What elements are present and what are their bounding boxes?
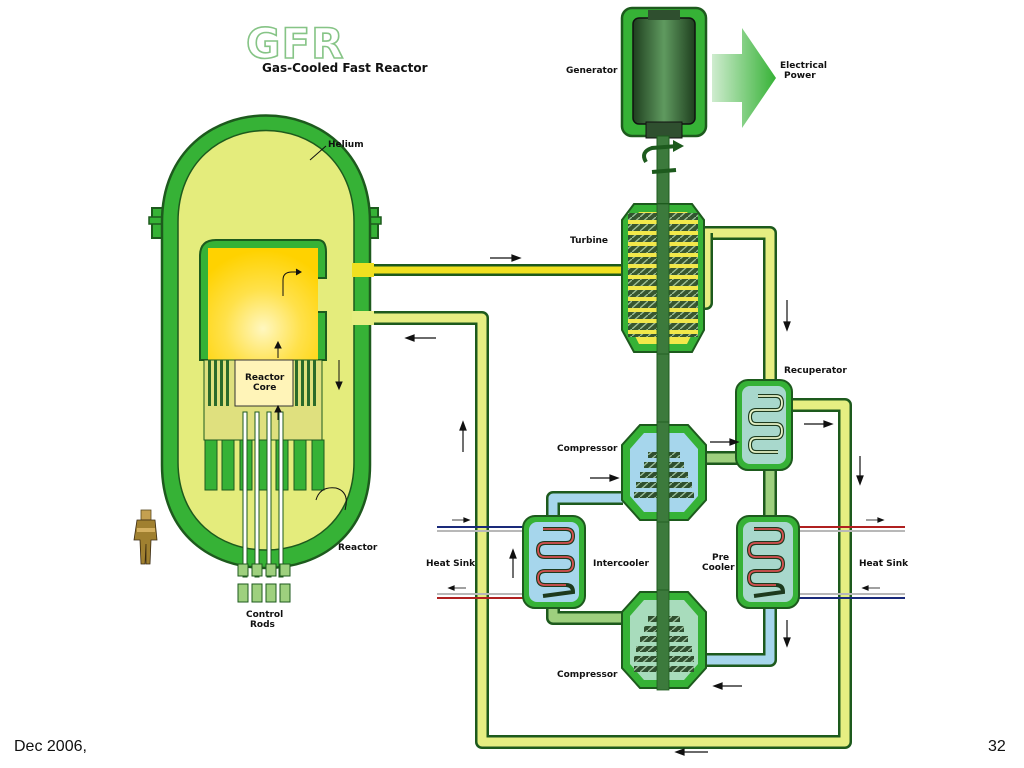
diagram-labels: Generator Electrical Power Helium Turbin… — [245, 61, 909, 680]
precooler-to-compressor-pipe — [705, 605, 777, 667]
flow-arrow-right-down — [856, 456, 864, 486]
compressor-low-pressure — [621, 589, 707, 691]
compressor-high-pressure — [621, 421, 707, 523]
reactor-vessel — [148, 114, 382, 603]
control-rod-drives — [237, 563, 291, 603]
flow-arrow-hot-leg — [490, 254, 522, 262]
flow-arrow-riser — [459, 420, 467, 452]
flow-arrow-hs-left-in — [452, 517, 471, 523]
label-compressor-lower: Compressor — [557, 670, 618, 680]
flow-arrow-turbine-down — [783, 300, 791, 332]
recuperator — [735, 379, 793, 471]
flow-arrows — [404, 254, 885, 756]
label-reactor-core-1: Reactor — [245, 373, 285, 383]
label-turbine: Turbine — [570, 236, 608, 246]
flow-arrow-hs-right-in — [866, 517, 885, 523]
label-intercooler: Intercooler — [593, 559, 649, 569]
turbine — [621, 203, 705, 355]
core-plenum — [208, 248, 318, 360]
heat-sink-right-lines — [780, 526, 905, 599]
label-compressor-upper: Compressor — [557, 444, 618, 454]
label-electrical-power-2: Power — [784, 71, 816, 81]
label-control-rods-2: Rods — [250, 620, 275, 630]
flow-arrow-bottom-return — [674, 748, 708, 756]
electrical-power-arrow — [712, 28, 776, 128]
pipe-network — [320, 226, 905, 749]
label-reactor-core-2: Core — [253, 383, 276, 393]
logo-subtitle: Gas-Cooled Fast Reactor — [262, 61, 428, 75]
reactor-flow-arrows — [274, 145, 347, 511]
label-heat-sink-right: Heat Sink — [859, 559, 909, 569]
flow-arrow-precooler-down — [783, 620, 791, 648]
flow-arrow-to-recup — [710, 438, 740, 446]
footer-date: Dec 2006, — [14, 738, 87, 755]
flow-arrow-hs-right-out — [861, 585, 880, 591]
label-electrical-power-1: Electrical — [780, 61, 827, 71]
precooler — [736, 515, 800, 609]
flow-arrow-intercooler-up — [509, 548, 517, 578]
person-icon — [133, 509, 158, 565]
page-number: 32 — [988, 738, 1006, 755]
label-helium: Helium — [328, 140, 364, 150]
label-precooler-1: Pre — [712, 553, 729, 563]
logo-letters: GFR — [246, 19, 345, 68]
label-recuperator: Recuperator — [784, 366, 847, 376]
label-generator: Generator — [566, 66, 618, 76]
shaft-rotation-icon — [642, 140, 684, 174]
reactor-core-box — [234, 359, 294, 407]
intercooler — [522, 515, 586, 609]
label-heat-sink-left: Heat Sink — [426, 559, 476, 569]
flow-arrow-recup-out — [804, 420, 834, 428]
label-reactor: Reactor — [338, 543, 378, 553]
flow-arrow-to-lp-compressor — [712, 682, 742, 690]
fuel-channels — [208, 360, 316, 406]
flow-arrow-hs-left-out — [447, 585, 466, 591]
label-precooler-2: Cooler — [702, 563, 735, 573]
generator — [620, 6, 708, 139]
label-control-rods-1: Control — [246, 610, 283, 620]
flow-arrow-return-leg — [404, 334, 436, 342]
control-rods — [242, 411, 284, 578]
flow-arrow-to-hp-compressor — [590, 474, 620, 482]
gfr-logo: GFR Gas-Cooled Fast Reactor — [245, 18, 428, 75]
